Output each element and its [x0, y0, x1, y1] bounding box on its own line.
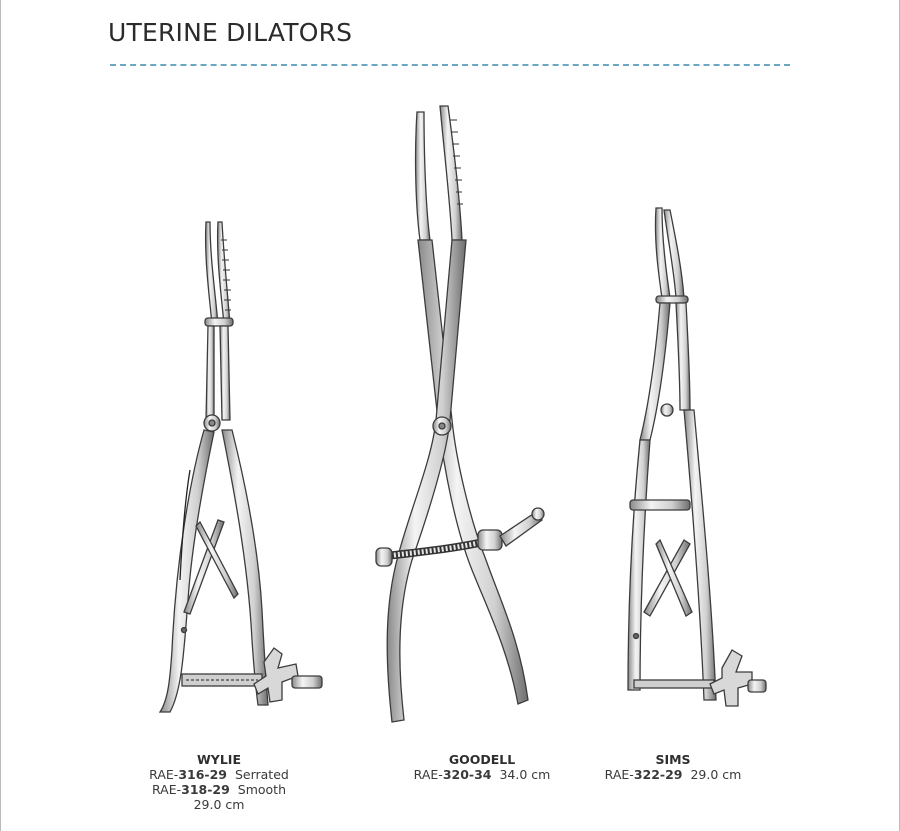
code-prefix: RAE- [413, 767, 443, 782]
product-caption-wylie: WYLIE RAE-316-29 Serrated RAE-318-29 Smo… [144, 752, 294, 812]
sims-dilator-illustration [627, 207, 767, 707]
product-code-line: RAE-316-29 Serrated [144, 767, 294, 782]
goodell-dilator-illustration [375, 105, 545, 723]
code-prefix: RAE- [604, 767, 634, 782]
page-title: UTERINE DILATORS [108, 18, 353, 47]
product-variant: Serrated [227, 767, 289, 782]
code-prefix: RAE- [149, 767, 179, 782]
product-code-line: RAE-320-34 34.0 cm [402, 767, 562, 782]
code-prefix: RAE- [151, 782, 182, 797]
product-length: 34.0 cm [491, 767, 551, 782]
product-length: 29.0 cm [193, 797, 245, 812]
product-caption-goodell: GOODELL RAE-320-34 34.0 cm [402, 752, 562, 782]
product-code-line: RAE-322-29 29.0 cm [598, 767, 748, 782]
page-border-left [0, 0, 1, 831]
product-name: SIMS [655, 752, 691, 767]
product-code: 318-29 [181, 782, 230, 797]
product-name: GOODELL [448, 752, 516, 767]
product-code: 322-29 [633, 767, 683, 782]
wylie-dilator-illustration [158, 221, 323, 713]
product-name: WYLIE [197, 752, 241, 767]
product-code-line: RAE-318-29 Smooth [144, 782, 294, 797]
product-length: 29.0 cm [682, 767, 742, 782]
product-code: 320-34 [442, 767, 492, 782]
product-code: 316-29 [178, 767, 227, 782]
product-caption-sims: SIMS RAE-322-29 29.0 cm [598, 752, 748, 782]
product-variant: Smooth [229, 782, 286, 797]
title-divider [110, 64, 790, 66]
